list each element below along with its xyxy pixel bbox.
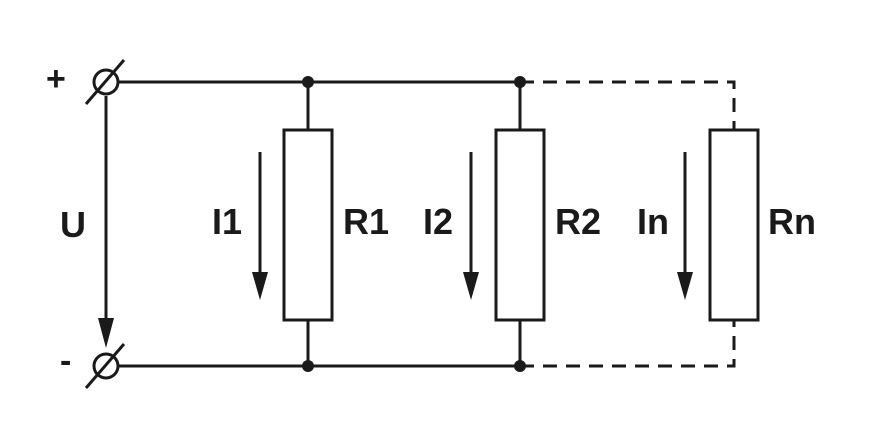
- current-arrow-i1-head: [252, 272, 268, 300]
- resistor-rn: [708, 128, 760, 322]
- current-label-i2: I2: [423, 201, 453, 242]
- resistor-label-rn: Rn: [768, 201, 816, 242]
- minus-terminal: [84, 343, 126, 389]
- current-arrow-i2-head: [463, 272, 479, 300]
- current-label-in: In: [637, 201, 669, 242]
- junction-node: [302, 360, 314, 372]
- junction-node: [514, 360, 526, 372]
- junction-node: [514, 76, 526, 88]
- resistor-label-r2: R2: [555, 201, 601, 242]
- resistor-label-r1: R1: [343, 201, 389, 242]
- bottom-rail-dashed: [520, 320, 736, 368]
- current-label-i1: I1: [212, 201, 242, 242]
- plus-sign-label: +: [46, 60, 66, 98]
- resistor-r2: [494, 128, 546, 322]
- minus-sign-label: -: [60, 342, 71, 380]
- current-arrow-in-head: [677, 272, 693, 300]
- junction-node: [302, 76, 314, 88]
- top-rail-dashed: [520, 80, 736, 130]
- voltage-arrow-head: [98, 318, 114, 348]
- plus-terminal: [84, 59, 126, 105]
- resistor-r1: [282, 128, 334, 322]
- voltage-label: U: [60, 204, 86, 245]
